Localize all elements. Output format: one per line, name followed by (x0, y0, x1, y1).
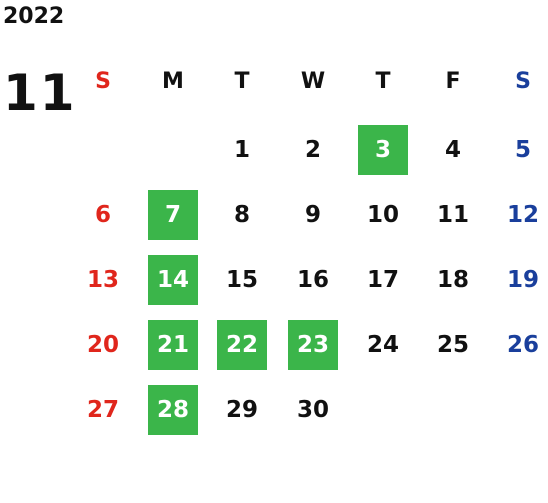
weekday-header-tue: T (234, 68, 250, 94)
day-cell-12[interactable]: 12 (506, 202, 539, 228)
weekday-header-wed: W (300, 68, 326, 94)
day-cell-5[interactable]: 5 (514, 137, 531, 163)
day-cell-13[interactable]: 13 (86, 267, 119, 293)
day-cell-25[interactable]: 25 (436, 332, 469, 358)
day-cell-14[interactable]: 14 (148, 255, 198, 305)
day-cell-18[interactable]: 18 (436, 267, 469, 293)
month-number: 11 (3, 64, 77, 122)
day-cell-15[interactable]: 15 (225, 267, 258, 293)
day-cell-19[interactable]: 19 (506, 267, 539, 293)
weekday-header-mon: M (162, 68, 184, 94)
day-cell-23[interactable]: 23 (288, 320, 338, 370)
day-cell-6[interactable]: 6 (94, 202, 111, 228)
day-cell-20[interactable]: 20 (86, 332, 119, 358)
day-cell-29[interactable]: 29 (225, 397, 258, 423)
weekday-header-sat: S (515, 68, 531, 94)
day-cell-2[interactable]: 2 (304, 137, 321, 163)
day-cell-11[interactable]: 11 (436, 202, 469, 228)
weekday-header-fri: F (445, 68, 461, 94)
day-cell-3[interactable]: 3 (358, 125, 408, 175)
day-cell-1[interactable]: 1 (233, 137, 250, 163)
day-cell-16[interactable]: 16 (296, 267, 329, 293)
day-cell-24[interactable]: 24 (366, 332, 399, 358)
day-cell-27[interactable]: 27 (86, 397, 119, 423)
weekday-header-sun: S (95, 68, 111, 94)
day-cell-21[interactable]: 21 (148, 320, 198, 370)
day-cell-9[interactable]: 9 (304, 202, 321, 228)
year-label: 2022 (3, 4, 65, 29)
day-cell-7[interactable]: 7 (148, 190, 198, 240)
day-cell-28[interactable]: 28 (148, 385, 198, 435)
day-cell-17[interactable]: 17 (366, 267, 399, 293)
day-cell-8[interactable]: 8 (233, 202, 250, 228)
day-cell-22[interactable]: 22 (217, 320, 267, 370)
weekday-header-thu: T (375, 68, 391, 94)
day-cell-26[interactable]: 26 (506, 332, 539, 358)
day-cell-30[interactable]: 30 (296, 397, 329, 423)
day-cell-10[interactable]: 10 (366, 202, 399, 228)
day-cell-4[interactable]: 4 (444, 137, 461, 163)
